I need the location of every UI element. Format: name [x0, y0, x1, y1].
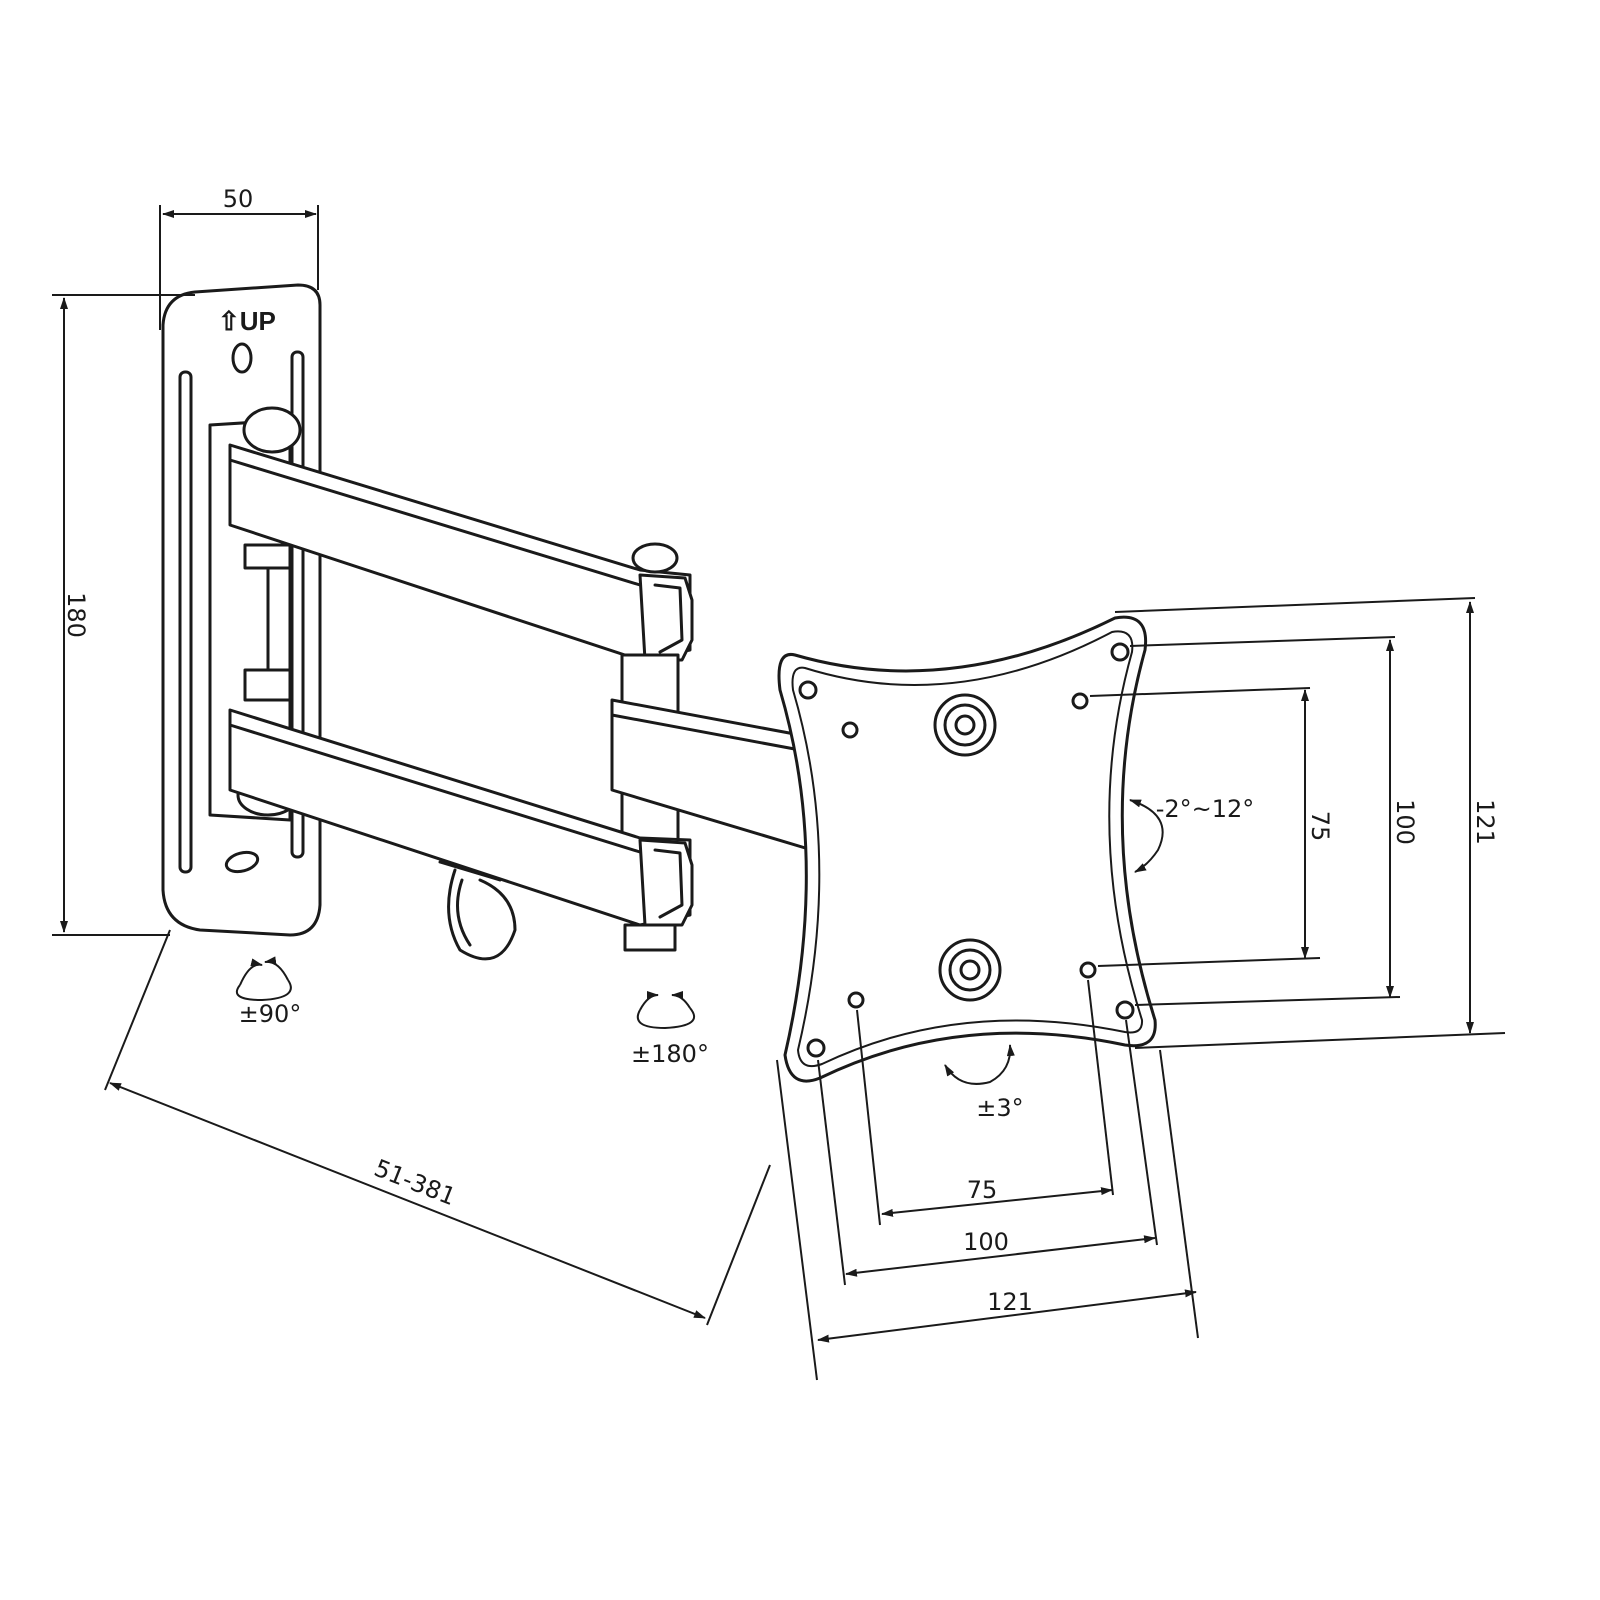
mounting-slot	[290, 350, 305, 859]
mounting-hole	[231, 342, 253, 374]
pivot-joint	[610, 653, 814, 852]
dim-vesa-v-121: 121	[1471, 799, 1499, 845]
dim-plate-width: 50	[223, 185, 254, 213]
dimension-lines	[52, 205, 1506, 1381]
lower-arm	[228, 708, 694, 927]
arm-swivel-arrow-icon	[636, 991, 696, 1030]
rotation-arrow-icon	[944, 1044, 1015, 1085]
tilt-label: -2°~12°	[1156, 795, 1255, 823]
dim-vesa-h-121: 121	[987, 1288, 1033, 1316]
vesa-mounting-holes	[798, 642, 1135, 1058]
cable-clip	[438, 860, 517, 961]
dim-vesa-h-75: 75	[967, 1176, 998, 1204]
mounting-hole	[224, 850, 260, 874]
dim-vesa-v-100: 100	[1391, 799, 1419, 845]
vesa-plate	[777, 615, 1157, 1083]
mounting-slot	[178, 370, 193, 874]
dim-plate-height: 180	[62, 592, 90, 638]
tilt-arrow-icon	[1129, 799, 1164, 873]
arm-swivel-label: ±180°	[631, 1040, 709, 1068]
rotation-label: ±3°	[976, 1094, 1023, 1122]
up-label: ⇧UP	[218, 306, 276, 336]
dim-vesa-v-75: 75	[1306, 811, 1334, 842]
center-bolts	[933, 693, 1002, 1002]
wall-swivel-arrow-icon	[235, 956, 292, 1002]
nuts	[243, 543, 677, 952]
dim-vesa-h-100: 100	[963, 1228, 1009, 1256]
wall-swivel-label: ±90°	[239, 1000, 302, 1028]
wall-plate: ⇧UP	[161, 283, 322, 937]
